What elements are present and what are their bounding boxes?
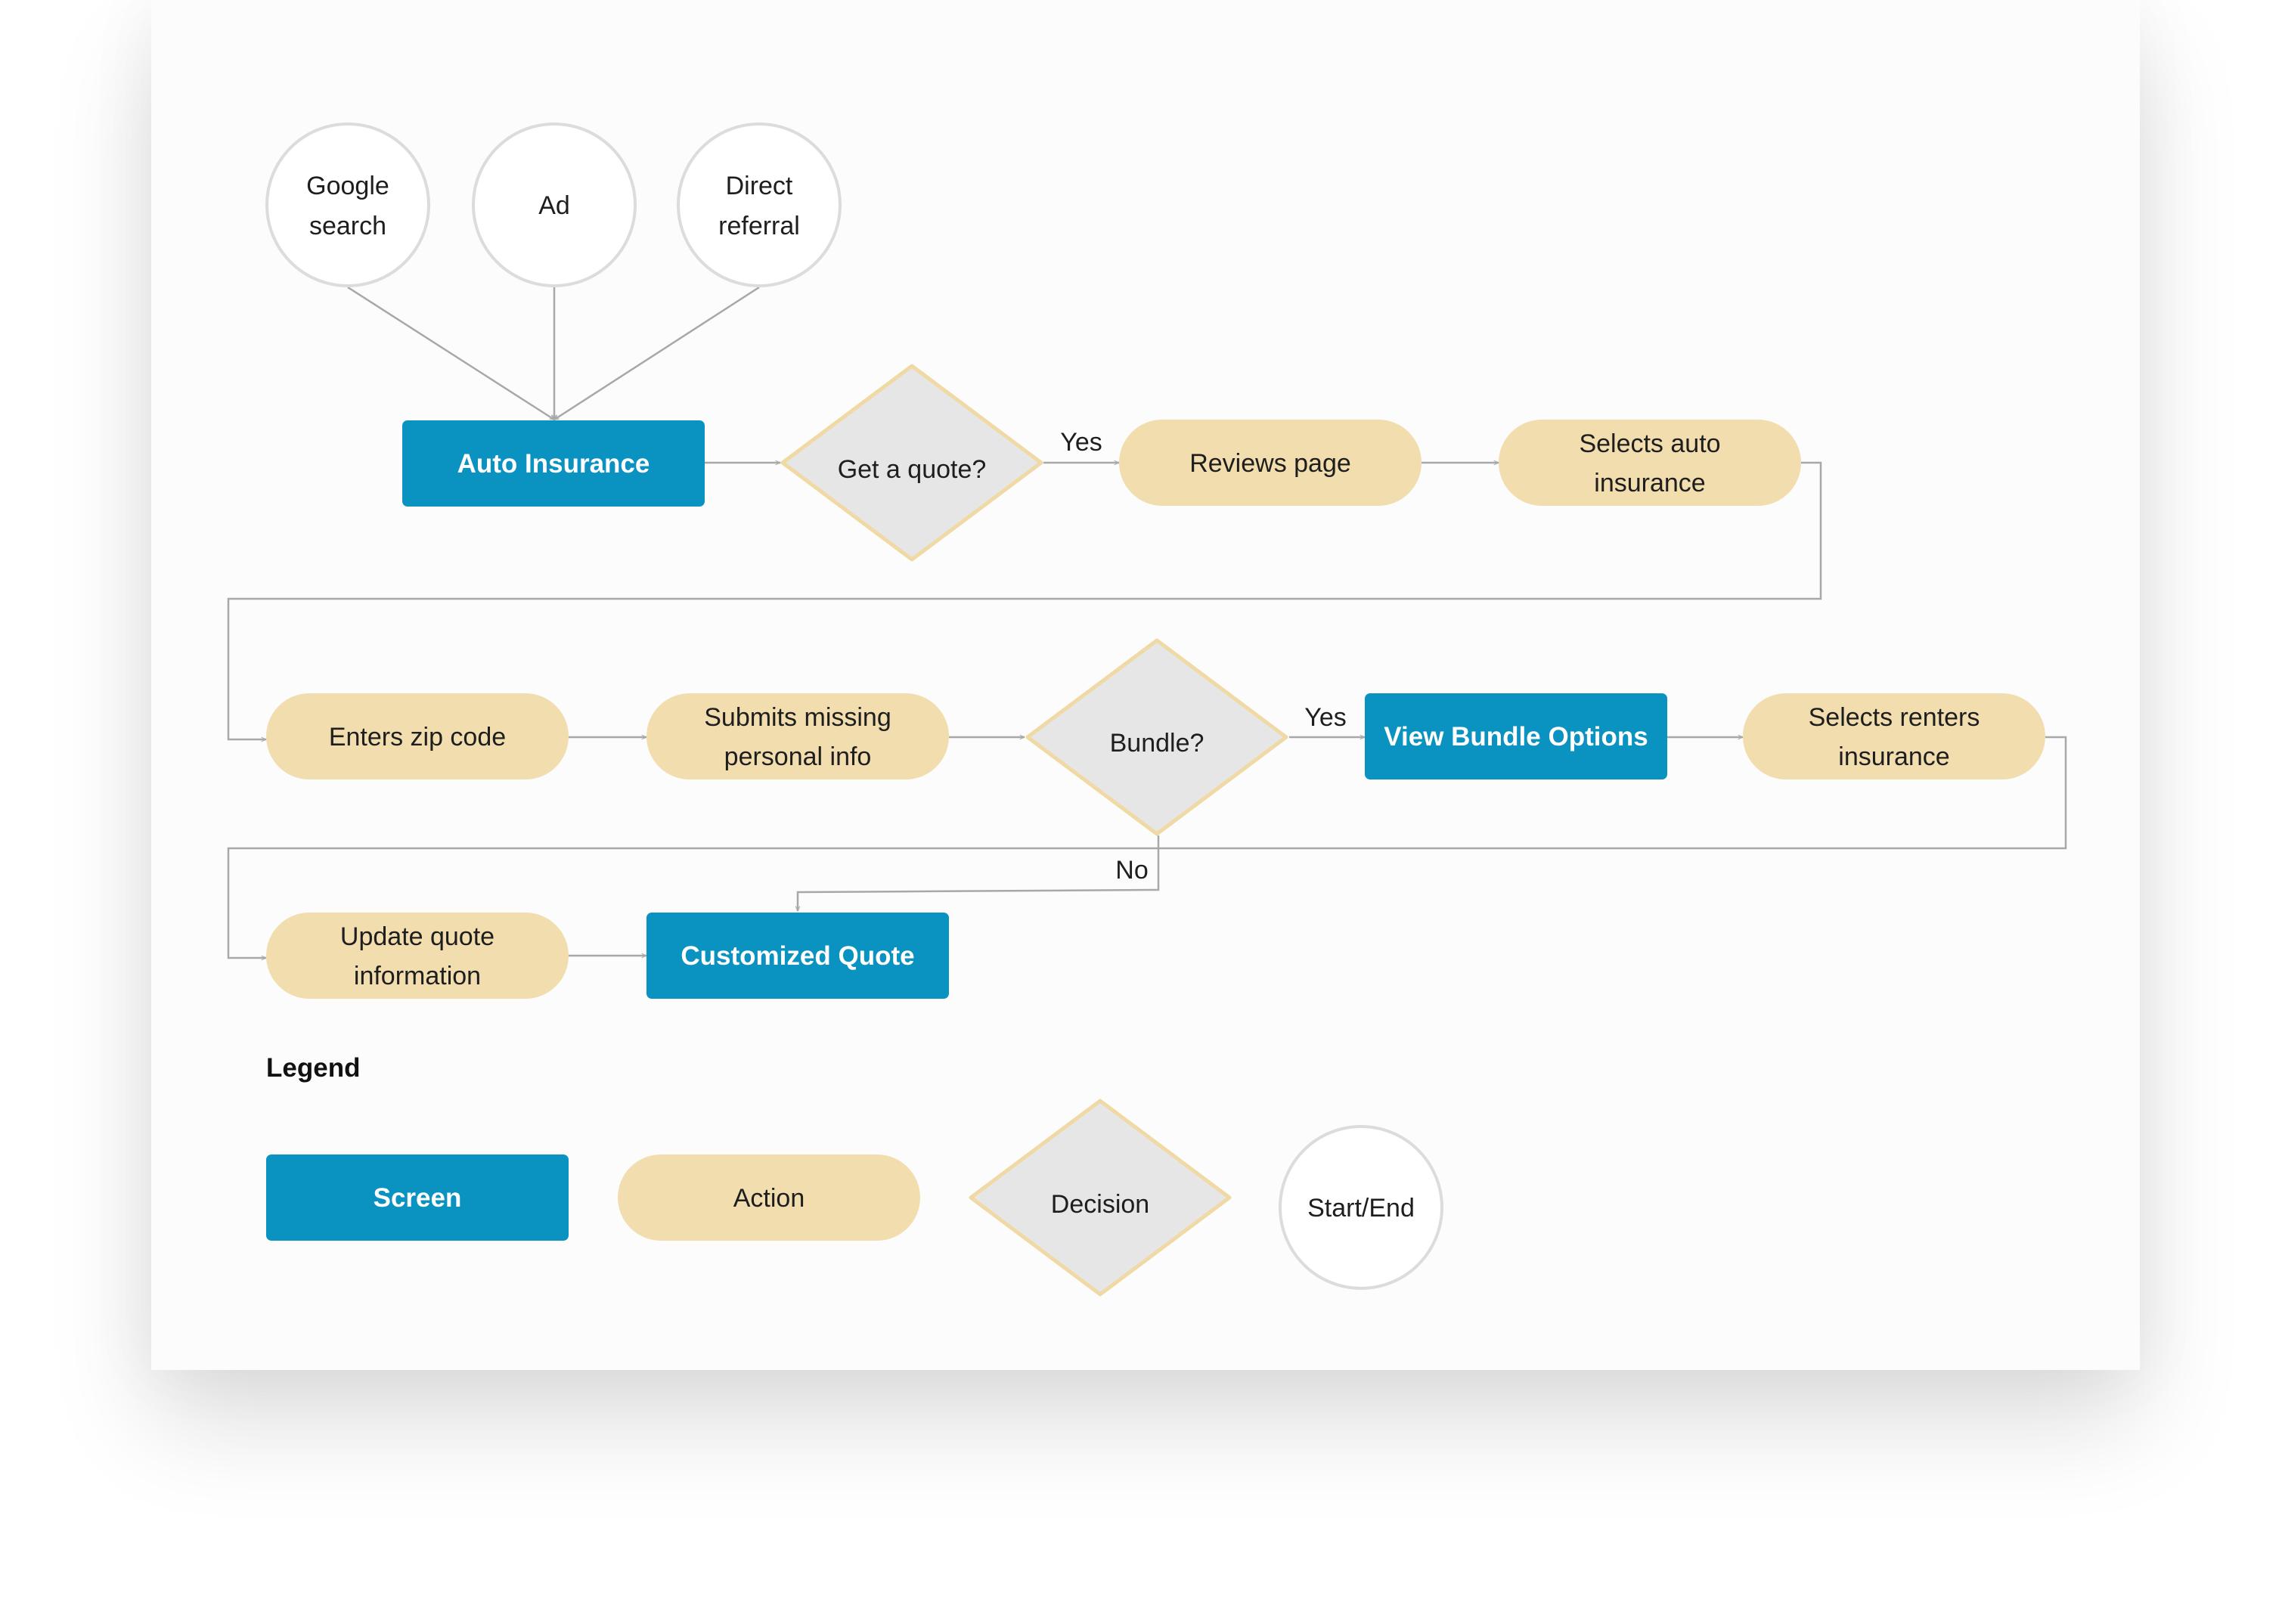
connector-selects-to-zip bbox=[227, 461, 1822, 739]
svg-text:Selects renters: Selects renters bbox=[1809, 703, 1980, 732]
update-quote-line-2: information bbox=[354, 962, 481, 990]
legend-action-label: Action bbox=[733, 1184, 805, 1213]
submits-missing-line-2: personal info bbox=[724, 742, 872, 771]
action-reviews-page: Reviews page bbox=[1119, 420, 1422, 506]
update-quote-line-1: Update quote bbox=[340, 922, 495, 951]
start-google-search: Google search bbox=[265, 122, 430, 287]
action-enters-zip-code: Enters zip code bbox=[266, 693, 569, 779]
selects-renters-line-1: Selects renters bbox=[1809, 703, 1980, 732]
svg-text:referral: referral bbox=[718, 212, 800, 240]
screen-view-bundle-options: View Bundle Options bbox=[1365, 693, 1667, 779]
action-selects-renters-insurance: Selects renters insurance bbox=[1743, 693, 2045, 779]
action-selects-auto-insurance: Selects auto insurance bbox=[1499, 420, 1801, 506]
google-search-line-2: search bbox=[309, 212, 386, 240]
legend-decision: Decision bbox=[969, 1099, 1232, 1297]
customized-quote-label: Customized Quote bbox=[681, 941, 914, 971]
connector-google-to-auto bbox=[347, 286, 554, 421]
direct-referral-line-1: Direct bbox=[726, 172, 793, 200]
direct-referral-line-2: referral bbox=[718, 212, 800, 240]
screen-customized-quote: Customized Quote bbox=[646, 913, 949, 999]
svg-text:Direct: Direct bbox=[726, 172, 793, 200]
screen-auto-insurance: Auto Insurance bbox=[402, 420, 705, 507]
svg-text:insurance: insurance bbox=[1838, 742, 1949, 771]
decision-get-a-quote: Get a quote? bbox=[780, 364, 1043, 562]
ad-label: Ad bbox=[538, 191, 570, 220]
svg-text:Update quote: Update quote bbox=[340, 922, 495, 951]
svg-text:Ad: Ad bbox=[538, 191, 570, 220]
svg-text:search: search bbox=[309, 212, 386, 240]
legend-title: Legend bbox=[266, 1053, 360, 1083]
submits-missing-line-1: Submits missing bbox=[704, 703, 891, 732]
svg-text:insurance: insurance bbox=[1594, 469, 1705, 497]
legend-decision-label: Decision bbox=[1051, 1190, 1149, 1219]
decision-bundle: Bundle? bbox=[1025, 638, 1288, 836]
svg-text:personal info: personal info bbox=[724, 742, 872, 771]
selects-renters-line-2: insurance bbox=[1838, 742, 1949, 771]
get-a-quote-label: Get a quote? bbox=[838, 455, 987, 484]
bundle-label: Bundle? bbox=[1110, 729, 1205, 758]
svg-text:information: information bbox=[354, 962, 481, 990]
connector-referral-to-auto bbox=[554, 286, 760, 421]
connector-renters-to-update bbox=[227, 736, 2067, 958]
legend-start-end-label: Start/End bbox=[1307, 1194, 1415, 1223]
legend-screen-label: Screen bbox=[374, 1183, 462, 1213]
enters-zip-label: Enters zip code bbox=[329, 723, 506, 752]
svg-text:Submits missing: Submits missing bbox=[704, 703, 891, 732]
selects-auto-line-1: Selects auto bbox=[1579, 429, 1720, 458]
no-label-bundle: No bbox=[1115, 856, 1148, 885]
action-update-quote-information: Update quote information bbox=[266, 913, 569, 999]
svg-text:Selects auto: Selects auto bbox=[1579, 429, 1720, 458]
reviews-page-label: Reviews page bbox=[1189, 449, 1351, 478]
start-direct-referral: Direct referral bbox=[677, 122, 842, 287]
view-bundle-label: View Bundle Options bbox=[1384, 722, 1648, 752]
yes-label-quote: Yes bbox=[1060, 428, 1102, 457]
action-submits-missing-info: Submits missing personal info bbox=[646, 693, 949, 779]
connector-bundle-no-to-customized bbox=[798, 835, 1160, 911]
yes-label-bundle: Yes bbox=[1304, 703, 1346, 732]
connectors bbox=[227, 286, 2067, 958]
auto-insurance-label: Auto Insurance bbox=[457, 449, 650, 479]
legend-start-end: Start/End bbox=[1279, 1125, 1443, 1290]
svg-text:Google: Google bbox=[306, 172, 389, 200]
start-ad: Ad bbox=[472, 122, 637, 287]
google-search-line-1: Google bbox=[306, 172, 389, 200]
legend-action: Action bbox=[618, 1154, 920, 1241]
selects-auto-line-2: insurance bbox=[1594, 469, 1705, 497]
legend-screen: Screen bbox=[266, 1154, 569, 1241]
